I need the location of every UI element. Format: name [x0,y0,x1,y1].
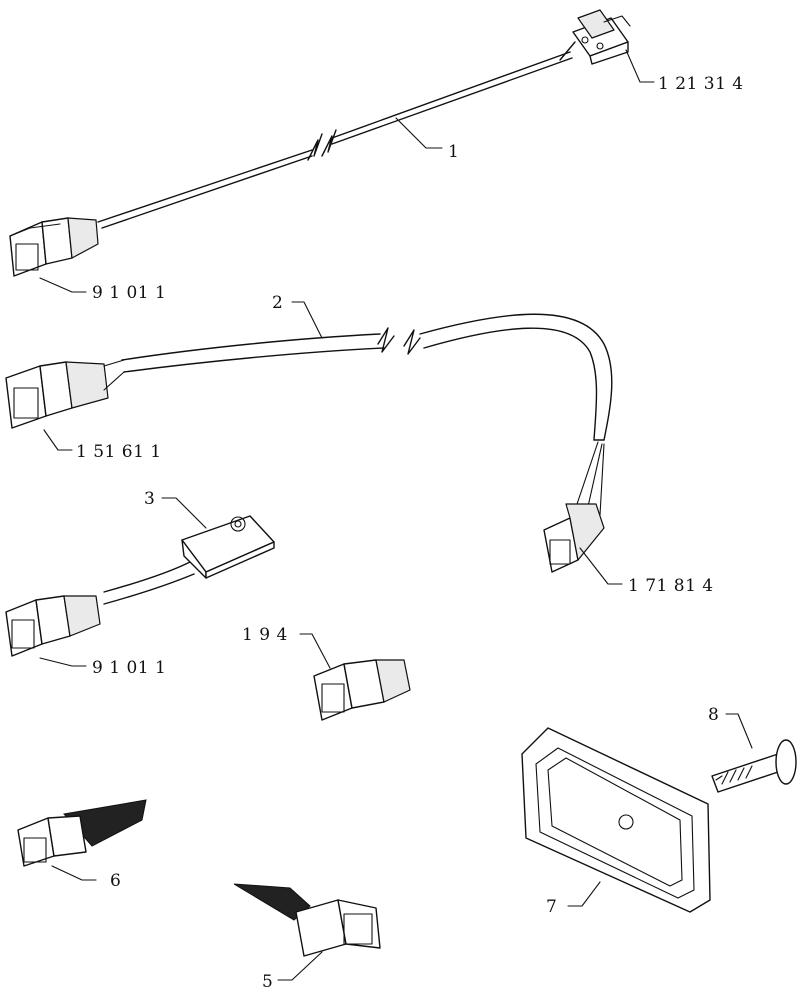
label-91011-top: 9 1 01 1 [92,283,166,303]
leader-8 [725,713,753,749]
label-item-8: 8 [708,705,719,725]
leader-3 [161,497,207,529]
leader-5 [277,951,323,981]
sensor-item-3 [5,515,275,657]
plug-item-5 [233,883,381,957]
label-91011-mid: 9 1 01 1 [92,658,166,678]
leader-6 [51,865,97,881]
leader-1 [395,117,443,149]
leader-91011-mid [39,657,87,667]
connector-121314 [559,9,631,65]
leader-171814 [579,547,623,585]
label-item-5: 5 [262,972,273,992]
harness-item-1 [9,9,631,277]
label-171814: 1 71 81 4 [628,576,714,596]
connector-91011-top [9,217,99,277]
label-121314: 1 21 31 4 [658,74,744,94]
connector-151611 [5,359,125,429]
connector-194 [313,659,411,721]
leader-7 [567,881,601,907]
label-item-3: 3 [144,489,155,509]
leader-151611 [43,429,73,451]
label-194: 1 9 4 [242,625,288,645]
leader-194 [299,633,331,669]
label-item-6: 6 [110,871,121,891]
cable-item-2 [5,313,613,573]
connector-91011-mid [5,595,101,657]
connector-171814 [543,503,605,573]
frame-item-7 [521,727,711,913]
leader-121314 [625,49,655,83]
leader-2 [291,301,323,339]
bolt-item-8 [711,739,797,793]
label-item-2: 2 [272,293,283,313]
label-item-7: 7 [546,897,557,917]
label-151611: 1 51 61 1 [76,442,162,462]
leader-91011-top [39,277,87,293]
label-item-1: 1 [448,142,459,162]
plug-item-6 [17,799,147,867]
